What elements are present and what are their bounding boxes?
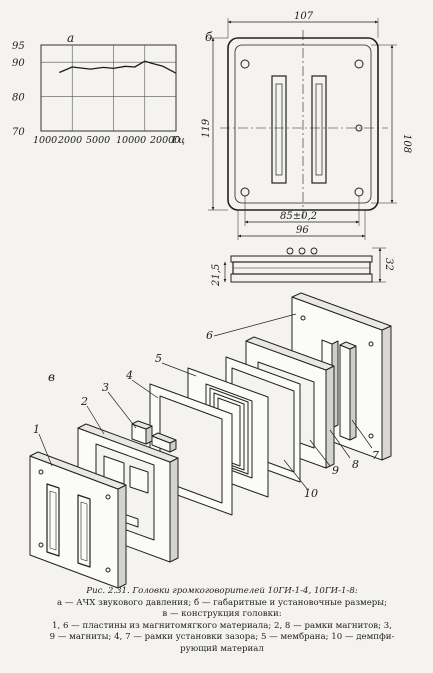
dim-height-left: 119 (201, 118, 212, 138)
part-label-9: 9 (332, 464, 339, 477)
part-1-front-plate (29, 451, 127, 589)
y-tick-label: 95 (12, 41, 25, 52)
part-label-2: 2 (80, 395, 88, 408)
side-top-strip (230, 255, 373, 263)
slot-right (311, 75, 327, 184)
side-bottom-plate (230, 273, 373, 283)
response-curve (59, 60, 177, 74)
x-tick-label: 10000 (116, 135, 146, 146)
part-label-v: в (48, 370, 55, 384)
part-3-magnets (131, 420, 177, 453)
side-view-drawing (223, 247, 386, 283)
x-tick-label: 1000 (33, 135, 57, 146)
part-label-4: 4 (125, 369, 133, 382)
dim-width-top: 107 (294, 11, 314, 22)
figure-caption: Рис. 2.31. Головки громкоговорителей 10Г… (26, 586, 418, 656)
caption-line-3: в — конструкция головки: (162, 609, 282, 620)
y-tick-label: 90 (12, 58, 25, 69)
mount-hole-br (354, 187, 364, 197)
part-number-labels: 1 2 3 4 5 6 7 8 9 10 (33, 329, 379, 500)
dim-inner-width: 96 (296, 225, 309, 236)
x-tick-label: 20000 (149, 135, 180, 146)
part-label-3: 3 (102, 381, 109, 394)
mount-hole-bl (240, 187, 250, 197)
part-label-a: а (67, 31, 74, 45)
part-label-b: б (205, 30, 213, 44)
dim-side-h2: 32 (383, 258, 394, 271)
caption-title: Рис. 2.31. Головки громкоговорителей 10Г… (86, 586, 358, 596)
part-label-10: 10 (304, 487, 318, 500)
chart-frame (40, 44, 177, 132)
part-label-7: 7 (372, 449, 379, 462)
y-tick-label: 70 (12, 127, 25, 138)
slot-left (271, 75, 287, 184)
x-tick-label: Гц (171, 135, 185, 146)
chart-series (59, 60, 177, 74)
part-label-5: 5 (155, 352, 162, 365)
part-label-8: 8 (352, 458, 359, 471)
caption-line-6: рующий материал (180, 643, 264, 654)
mount-hole-tl (240, 59, 250, 69)
slot-left-inner (275, 83, 283, 176)
caption-line-4: 1, 6 — пластины из магнитомягкого матери… (52, 620, 392, 631)
caption-line-2: а — АЧХ звукового давления; б — габаритн… (56, 597, 388, 608)
front-view-drawing (208, 18, 397, 240)
part-label-6: 6 (206, 329, 213, 342)
exploded-assembly (29, 292, 392, 589)
chart-grid (41, 45, 176, 131)
dim-hole-spacing: 85±0,2 (280, 211, 317, 222)
mount-hole-tr (354, 59, 364, 69)
slot-right-inner (315, 83, 323, 176)
x-tick-label: 2000 (57, 135, 82, 146)
chart-y-ticks: 95 90 80 70 (12, 41, 25, 138)
dim-height-right: 108 (401, 134, 412, 153)
caption-line-5: 9 — магниты; 4, 7 — рамки установки зазо… (49, 632, 395, 643)
y-tick-label: 80 (12, 93, 25, 104)
dim-side-h1: 21,5 (211, 264, 222, 287)
leader-lines (38, 313, 373, 491)
part-label-1: 1 (33, 423, 40, 436)
x-tick-label: 5000 (86, 135, 110, 146)
